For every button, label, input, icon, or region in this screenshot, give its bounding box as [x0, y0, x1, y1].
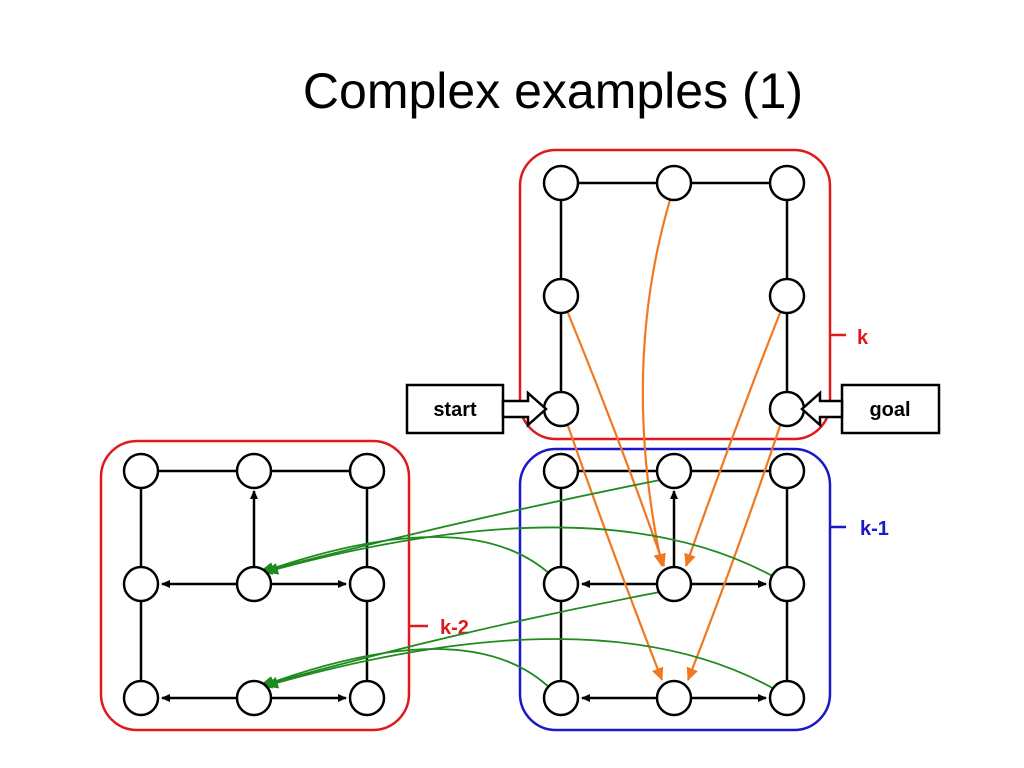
graph-node: [122, 565, 160, 603]
goal-box: [840, 383, 941, 435]
graph-node: [542, 277, 580, 315]
graph-node: [542, 679, 580, 717]
graph-node: [348, 679, 386, 717]
left-graph-nodes: [122, 452, 386, 717]
graph-node: [348, 452, 386, 490]
top-graph-edges: [559, 181, 789, 392]
graph-node: [122, 452, 160, 490]
graph-node: [768, 164, 806, 202]
orange-arrows: [566, 199, 782, 681]
level-k1-box: [518, 447, 832, 732]
graph-node: [122, 679, 160, 717]
graph-node: [768, 565, 806, 603]
graph-node: [655, 452, 693, 490]
graph-node: [235, 565, 273, 603]
level-k-box: [518, 148, 832, 441]
graph-node: [235, 679, 273, 717]
graph-node: [542, 164, 580, 202]
top-graph-nodes: [542, 164, 806, 428]
start-arrow: [501, 390, 548, 428]
graph-node: [655, 164, 693, 202]
goal-label: goal: [869, 399, 910, 421]
green-arrows: [259, 479, 777, 691]
level-k2-box: [99, 439, 411, 732]
graph-node: [768, 277, 806, 315]
graph-node: [768, 679, 806, 717]
graph-node: [542, 565, 580, 603]
start-label: start: [433, 399, 477, 421]
slide-title: Complex examples (1): [302, 63, 804, 119]
left-graph-edges: [139, 469, 369, 702]
graph-node: [655, 565, 693, 603]
graph-node: [348, 565, 386, 603]
graph-node: [768, 452, 806, 490]
right-graph-nodes: [542, 452, 806, 717]
graph-node: [542, 390, 580, 428]
goal-arrow: [800, 390, 844, 428]
graph-node: [235, 452, 273, 490]
graph-node: [768, 390, 806, 428]
graph-node: [655, 679, 693, 717]
level-k-label: k: [857, 327, 869, 349]
level-k1-label: k-1: [860, 518, 889, 540]
graph-node: [542, 452, 580, 490]
